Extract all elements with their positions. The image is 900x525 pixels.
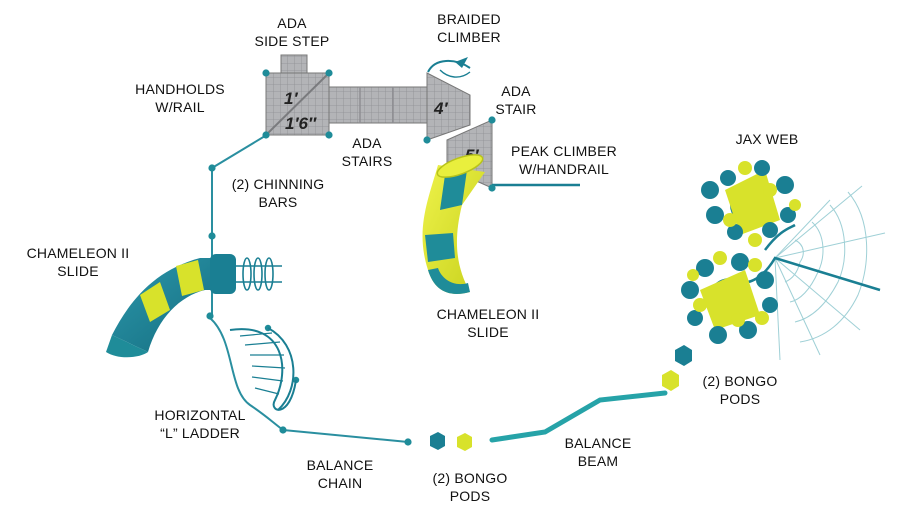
horizontal-l-ladder — [229, 327, 297, 411]
deck-height-1-6: 1′6″ — [285, 114, 317, 133]
deck-4ft — [426, 72, 471, 141]
braided-climber-shape — [427, 60, 471, 73]
bongo-pods-bottom — [430, 432, 472, 451]
bongo-pods-right — [662, 345, 692, 391]
deck-height-1: 1′ — [284, 89, 298, 108]
label-horizontal-ladder: HORIZONTAL“L” LADDER — [154, 407, 246, 441]
chameleon-slide-left — [106, 254, 282, 358]
deck-height-4: 4′ — [433, 99, 448, 118]
chameleon-slide-center — [422, 154, 485, 294]
ada-side-step-platform — [280, 54, 308, 74]
label-jax-web: JAX WEB — [735, 131, 799, 147]
balance-beam — [489, 390, 668, 443]
jax-web — [681, 160, 886, 361]
ada-stairs-walkway — [328, 86, 428, 124]
